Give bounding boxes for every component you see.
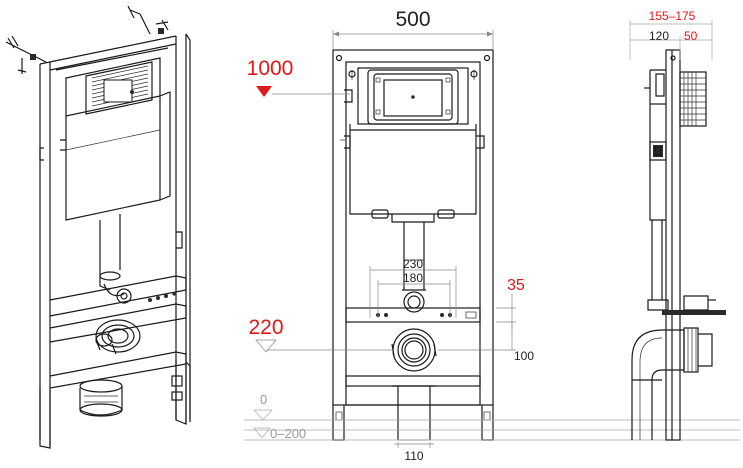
waste-pipe-front	[392, 385, 436, 441]
waste-elbow-iso	[79, 379, 123, 417]
drain-elbow-side	[631, 327, 713, 440]
flush-plate-front	[348, 67, 478, 125]
side-view: 155–175 120 50	[629, 9, 726, 441]
dim-drain-offset: 100	[438, 322, 534, 363]
flush-plate-iso	[65, 57, 161, 117]
flush-pipe-iso	[99, 214, 132, 304]
dim-drain-width: 110	[394, 442, 434, 463]
floor-0-label: 0	[260, 392, 267, 407]
legs-front	[332, 405, 494, 441]
bracket-side	[662, 295, 726, 315]
flush-plate-side	[679, 71, 707, 127]
dim-180-label: 180	[403, 271, 423, 285]
flush-pipe-side	[647, 220, 669, 311]
dim-100-label: 100	[514, 349, 534, 363]
height-marker-drain: 220	[248, 316, 392, 353]
dim-500-label: 500	[395, 8, 430, 31]
crossbar-front	[345, 307, 481, 323]
crossbar-iso	[49, 275, 187, 343]
floor-adjust-label: 0–200	[270, 426, 306, 441]
dim-50-label: 50	[684, 29, 698, 43]
mounting-bolt-left	[5, 35, 47, 74]
height-marker-flush: 1000	[247, 57, 350, 97]
height-220-label: 220	[248, 316, 283, 339]
cistern-iso	[60, 91, 171, 221]
dim-35-label: 35	[507, 277, 525, 294]
dim-230-label: 230	[403, 257, 423, 271]
dim-120-label: 120	[649, 29, 669, 43]
cistern-side	[644, 69, 667, 221]
dim-110-label: 110	[404, 449, 423, 463]
drain-connector-iso	[95, 319, 141, 355]
dim-side-depth: 155–175 120 50	[629, 9, 713, 60]
dim-overall-width: 500	[332, 8, 494, 50]
dim-bracket-offset: 35	[496, 277, 525, 330]
front-view: 500 230 180 35 100	[244, 8, 740, 463]
floor-markers: 0 0–200	[244, 392, 740, 441]
dim-155-175-label: 155–175	[649, 9, 696, 23]
drain-connector-front	[391, 328, 437, 372]
mounting-bolt-right	[127, 5, 169, 35]
legs-iso	[39, 360, 191, 449]
isometric-view	[5, 5, 191, 449]
cistern-front	[340, 89, 485, 223]
height-1000-label: 1000	[247, 57, 294, 80]
dim-hole-spacing: 230 180	[369, 257, 457, 318]
